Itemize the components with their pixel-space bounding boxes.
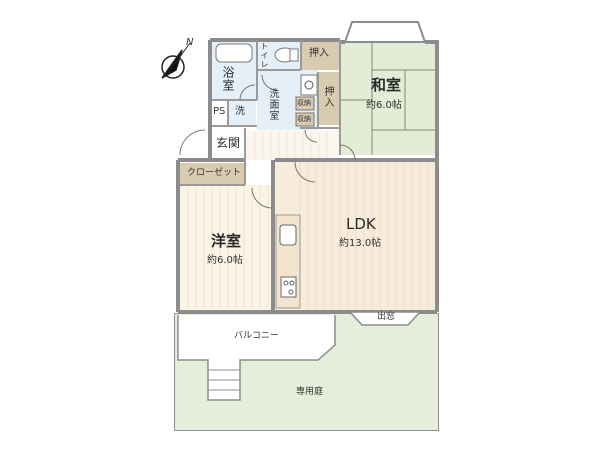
closet-top-label: 押入	[309, 48, 329, 59]
toilet-label: トイレ	[260, 42, 269, 69]
japanese-room-label: 和室	[371, 76, 402, 94]
balcony-label: バルコニー	[234, 331, 279, 341]
walk-closet-label: クローゼット	[187, 168, 242, 178]
ldk-label: LDK	[346, 215, 376, 233]
washer-label: 洗	[235, 106, 245, 117]
western-room-label: 洋室	[211, 232, 242, 250]
storage-1-label: 収納	[297, 99, 311, 107]
garden-label: 専用庭	[296, 387, 324, 397]
compass-icon	[161, 42, 191, 79]
ps-label: PS	[213, 106, 226, 117]
western-room-size: 約6.0帖	[207, 255, 243, 266]
bath-label: 浴室	[221, 66, 235, 92]
washroom-label: 洗面室	[267, 88, 278, 121]
compass-north-label: N	[186, 37, 194, 48]
closet-side-label: 押入	[322, 86, 333, 108]
ldk-size: 約13.0帖	[339, 238, 382, 249]
bay-window-label: 出窓	[377, 312, 396, 322]
japanese-room-size: 約6.0帖	[366, 100, 402, 111]
storage-2-label: 収納	[297, 115, 311, 123]
entrance-label: 玄関	[216, 136, 241, 150]
